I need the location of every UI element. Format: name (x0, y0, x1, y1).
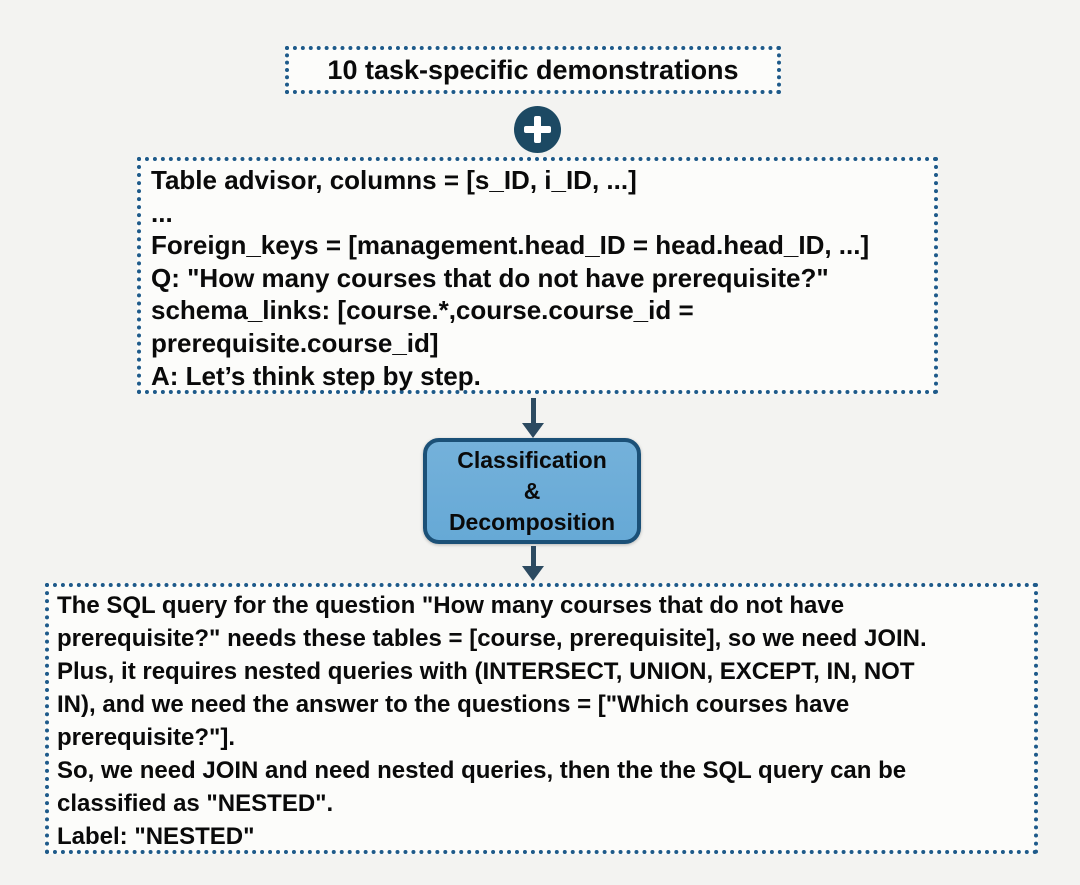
plus-icon-vertical-bar (534, 116, 541, 143)
down-arrow-icon (522, 398, 544, 438)
arrow-head (522, 566, 544, 581)
process-label-line: Classification (457, 446, 607, 473)
prompt-line: schema_links: [course.*,course.course_id… (151, 295, 694, 326)
prompt-line: Q: "How many courses that do not have pr… (151, 262, 829, 293)
output-line: classified as "NESTED". (57, 790, 334, 817)
output-line: Plus, it requires nested queries with (I… (57, 658, 915, 685)
prompt-line: ... (151, 197, 173, 228)
prompt-box: Table advisor, columns = [s_ID, i_ID, ..… (137, 157, 938, 394)
output-line: The SQL query for the question "How many… (57, 592, 845, 619)
prompt-line: Foreign_keys = [management.head_ID = hea… (151, 230, 870, 261)
demonstrations-box: 10 task-specific demonstrations (285, 46, 781, 94)
classification-decomposition-node: Classification & Decomposition (423, 438, 641, 544)
prompt-line: A: Let’s think step by step. (151, 360, 481, 391)
output-line: prerequisite?" needs these tables = [cou… (57, 625, 927, 652)
plus-circle-icon (514, 106, 561, 153)
process-label-line: Decomposition (448, 508, 616, 535)
down-arrow-icon (522, 546, 544, 582)
arrow-stem (530, 546, 536, 568)
output-line: IN), and we need the answer to the quest… (57, 691, 850, 718)
output-line: Label: "NESTED" (57, 823, 255, 850)
prompt-line: prerequisite.course_id] (151, 327, 439, 358)
output-line: So, we need JOIN and need nested queries… (57, 757, 907, 784)
prompt-line: Table advisor, columns = [s_ID, i_ID, ..… (151, 165, 637, 195)
arrow-stem (530, 398, 536, 425)
arrow-head (522, 423, 544, 438)
demonstrations-label: 10 task-specific demonstrations (327, 54, 739, 85)
output-line: prerequisite?"]. (57, 724, 236, 751)
process-label-line: & (523, 477, 541, 504)
output-box: The SQL query for the question "How many… (45, 583, 1038, 854)
